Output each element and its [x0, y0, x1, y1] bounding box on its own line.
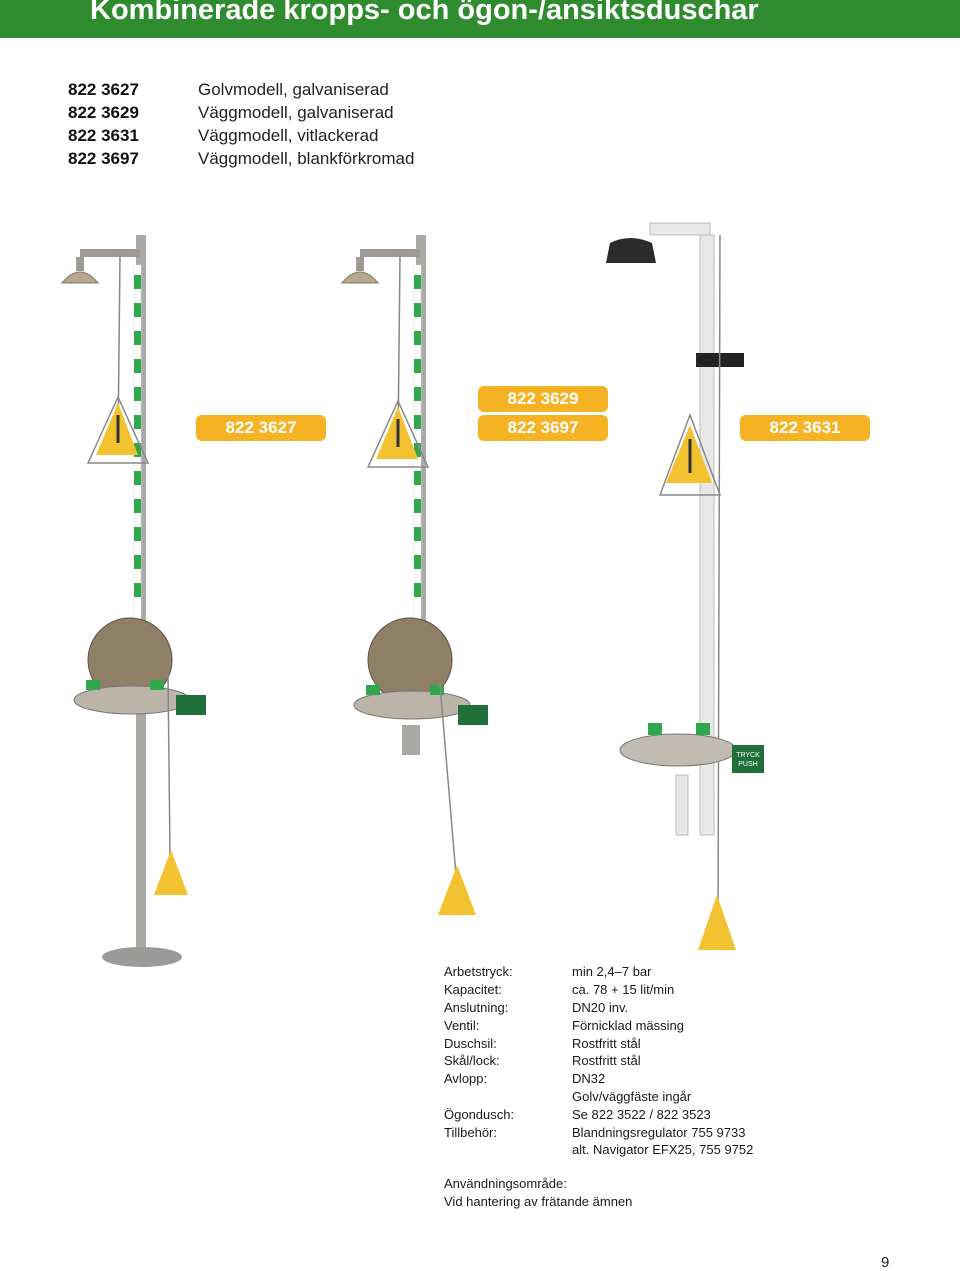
model-description: Golvmodell, galvaniserad — [198, 79, 389, 99]
usage-section: Användningsområde: Vid hantering av frät… — [444, 1175, 632, 1211]
spec-value: Blandningsregulator 755 9733 — [572, 1124, 746, 1140]
product-image-floor-model — [60, 235, 206, 967]
spec-value: ca. 78 + 15 lit/min — [572, 982, 675, 998]
model-code: 822 3627 — [68, 79, 139, 99]
model-badge: 822 3631 — [740, 415, 870, 441]
model-description: Väggmodell, galvaniserad — [198, 102, 394, 122]
model-list: 822 3627 Golvmodell, galvaniserad 822 36… — [68, 78, 414, 170]
push-label-line2: PUSH — [738, 761, 757, 768]
spec-row: Anslutning: DN20 inv. — [444, 999, 753, 1017]
spec-label: Tillbehör: — [444, 1124, 497, 1140]
model-code: 822 3631 — [68, 125, 139, 145]
spec-row: Tillbehör: Blandningsregulator 755 9733 — [444, 1123, 753, 1141]
spec-label: Ventil: — [444, 1017, 480, 1033]
spec-value: alt. Navigator EFX25, 755 9752 — [572, 1142, 754, 1158]
spec-row: Ventil: Förnicklad mässing — [444, 1016, 753, 1034]
spec-value: DN20 inv. — [572, 999, 629, 1015]
spec-value: Golv/väggfäste ingår — [572, 1088, 692, 1104]
product-image-white-wall-model: TRYCK PUSH — [606, 222, 764, 950]
spec-row: alt. Navigator EFX25, 755 9752 — [444, 1141, 753, 1159]
page-title: Kombinerade kropps- och ögon-/ansiktsdus… — [90, 0, 759, 26]
model-code: 822 3629 — [68, 102, 139, 122]
model-badge: 822 3697 — [478, 415, 608, 441]
spec-value: min 2,4–7 bar — [572, 964, 652, 980]
spec-label: Skål/lock: — [444, 1053, 500, 1069]
model-description: Väggmodell, vitlackerad — [198, 125, 379, 145]
push-label-line1: TRYCK — [736, 752, 760, 759]
model-row: 822 3627 Golvmodell, galvaniserad — [68, 78, 414, 101]
spec-row: Duschsil: Rostfritt stål — [444, 1034, 753, 1052]
spec-value: DN32 — [572, 1071, 606, 1087]
spec-list: Arbetstryck: min 2,4–7 bar Kapacitet: ca. … — [444, 963, 753, 1159]
model-description: Väggmodell, blankförkromad — [198, 148, 415, 168]
spec-row: Kapacitet: ca. 78 + 15 lit/min — [444, 981, 753, 999]
spec-value: Se 822 3522 / 822 3523 — [572, 1106, 711, 1122]
spec-label: Duschsil: — [444, 1035, 497, 1051]
spec-label: Ögondusch: — [444, 1106, 515, 1122]
usage-label: Användningsområde: — [444, 1176, 567, 1191]
spec-value: Rostfritt stål — [572, 1035, 641, 1051]
model-row: 822 3629 Väggmodell, galvaniserad — [68, 101, 414, 124]
spec-row: Avlopp: DN32 — [444, 1070, 753, 1088]
spec-value: Rostfritt stål — [572, 1053, 641, 1069]
model-row: 822 3631 Väggmodell, vitlackerad — [68, 124, 414, 147]
spec-label: Anslutning: — [444, 999, 509, 1015]
model-badge: 822 3627 — [196, 415, 326, 441]
spec-label: Avlopp: — [444, 1071, 488, 1087]
spec-row: Golv/väggfäste ingår — [444, 1088, 753, 1106]
model-row: 822 3697 Väggmodell, blankförkromad — [68, 147, 414, 170]
spec-row: Ögondusch: Se 822 3522 / 822 3523 — [444, 1105, 753, 1123]
model-code: 822 3697 — [68, 148, 139, 168]
header-bar: Kombinerade kropps- och ögon-/ansiktsdus… — [0, 0, 960, 38]
spec-label: Kapacitet: — [444, 982, 502, 998]
spec-row: Arbetstryck: min 2,4–7 bar — [444, 963, 753, 981]
page-number: 9 — [881, 1254, 890, 1271]
product-image-wall-model — [340, 235, 488, 915]
spec-value: Förnicklad mässing — [572, 1017, 684, 1033]
spec-label: Arbetstryck: — [444, 964, 513, 980]
usage-text: Vid hantering av frätande ämnen — [444, 1194, 633, 1209]
spec-row: Skål/lock: Rostfritt stål — [444, 1052, 753, 1070]
model-badge: 822 3629 — [478, 386, 608, 412]
